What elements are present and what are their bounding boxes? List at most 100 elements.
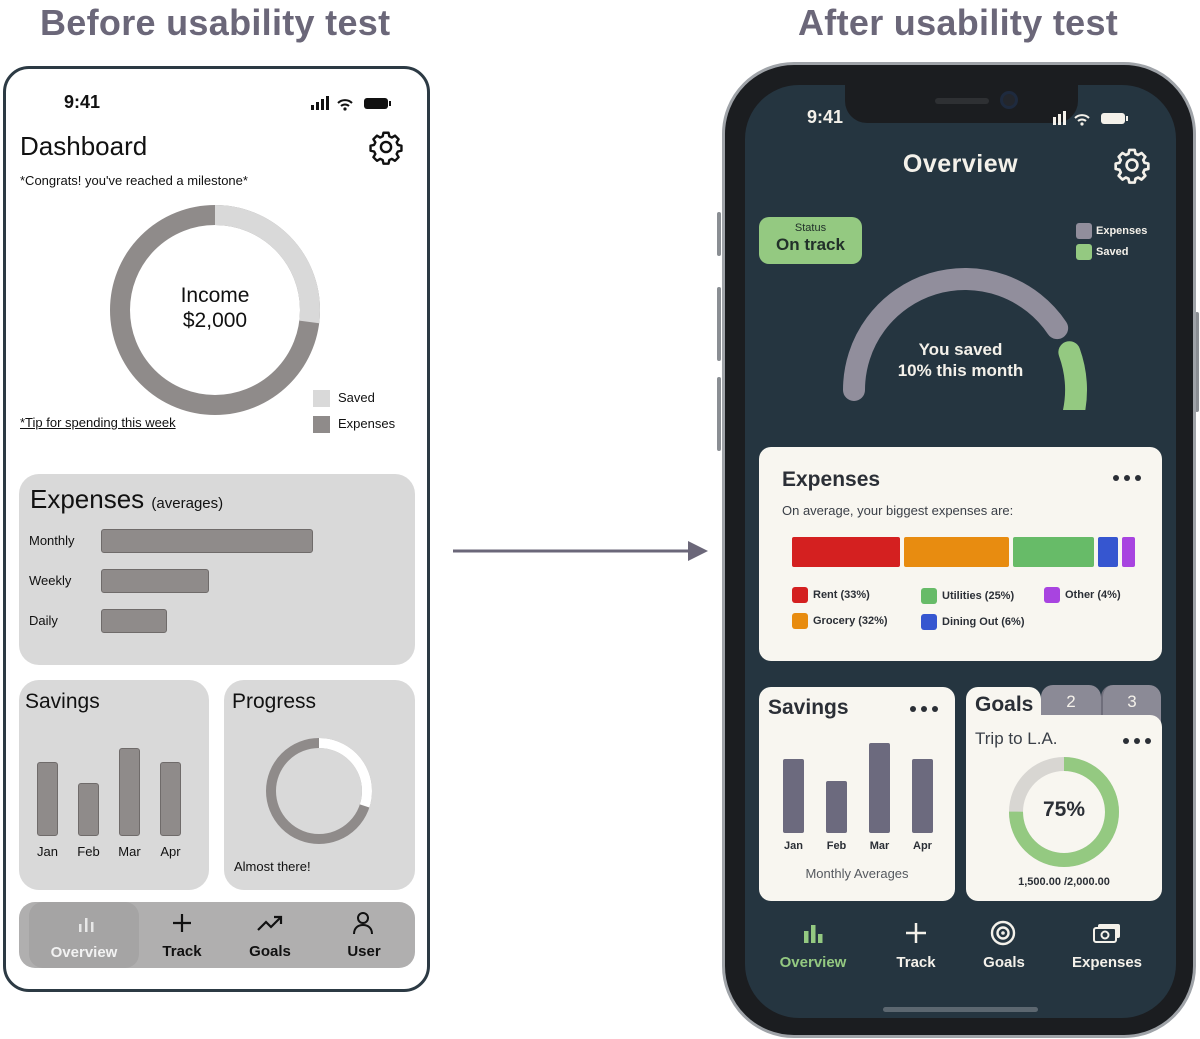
cash-icon [1093, 924, 1120, 943]
page-title: Dashboard [20, 131, 148, 161]
savings-bar [783, 759, 804, 833]
savings-bar [119, 748, 140, 836]
expense-legend-item: Grocery (32%) [792, 613, 888, 629]
expenses-card[interactable]: Expenses On average, your biggest expens… [759, 447, 1162, 661]
expense-row-label: Weekly [29, 573, 72, 588]
nav-goals[interactable]: Goals [983, 954, 1025, 971]
speaker [935, 98, 989, 104]
page-title: Overview [902, 150, 1019, 178]
user-icon [353, 912, 373, 935]
expense-legend-item: Dining Out (6%) [921, 614, 1025, 630]
savings-bar [826, 780, 847, 833]
goal-ring [1009, 757, 1119, 867]
legend-saved: Saved [1076, 242, 1147, 263]
legend-swatch [1044, 587, 1060, 603]
expenses-stacked-bar [792, 537, 1135, 567]
plus-icon [173, 914, 191, 932]
home-indicator [883, 1007, 1038, 1012]
bottom-nav: Overview Track Goals User [19, 902, 415, 968]
savings-bar [869, 743, 890, 833]
expense-row-label: Monthly [29, 533, 75, 548]
savings-bar [912, 759, 933, 833]
nav-goals[interactable]: Goals [249, 943, 291, 960]
more-icon[interactable] [1112, 473, 1142, 483]
legend-saved-label: Saved [338, 390, 375, 405]
more-icon[interactable] [1122, 736, 1152, 746]
saved-swatch [1076, 244, 1092, 261]
savings-bar-label: Feb [77, 844, 100, 859]
expense-segment [903, 537, 1009, 567]
volume-up-button [717, 287, 721, 361]
notch [845, 85, 1078, 123]
goal-percent: 75% [1042, 798, 1086, 821]
nav-track[interactable]: Track [896, 954, 936, 971]
status-badge[interactable]: Status On track [759, 217, 862, 264]
savings-bar [37, 762, 58, 836]
nav-user[interactable]: User [347, 943, 381, 960]
status-time: 9:41 [64, 92, 101, 112]
legend-saved: Saved [313, 385, 395, 411]
target-icon [990, 920, 1016, 946]
overview-icon [804, 925, 823, 943]
trend-icon [257, 915, 283, 931]
savings-bar-label: Jan [37, 844, 58, 859]
income-label: Income [180, 284, 250, 307]
milestone-text: *Congrats! you've reached a milestone* [20, 173, 248, 188]
expense-segment [792, 537, 900, 567]
status-label: Status [794, 222, 827, 234]
legend-label: Other (4%) [1065, 588, 1121, 601]
mute-switch [717, 212, 721, 256]
camera [1000, 91, 1018, 109]
status-value: On track [776, 235, 845, 254]
more-icon[interactable] [909, 704, 939, 714]
gear-icon[interactable] [368, 129, 404, 165]
expense-segment [1098, 537, 1118, 567]
app-screen: 9:41 Overview Status On track Expenses S… [745, 85, 1176, 1018]
nav-overview[interactable]: Overview [779, 954, 847, 971]
tip-link[interactable]: *Tip for spending this week [20, 415, 176, 430]
savings-bar-label: Mar [869, 840, 890, 852]
power-button [1195, 312, 1199, 412]
expense-legend-item: Utilities (25%) [921, 588, 1014, 604]
legend-swatch [921, 588, 937, 604]
plus-icon [906, 923, 926, 943]
wireframe-phone: 9:41 Dashboard *Congrats! you've reached… [3, 66, 430, 992]
legend-expenses-label: Expenses [1096, 225, 1148, 237]
income-value: $2,000 [182, 309, 248, 332]
gear-icon[interactable] [1113, 146, 1151, 184]
expense-legend-item: Rent (33%) [792, 587, 870, 603]
expense-row-label: Daily [29, 613, 58, 628]
savings-bar-label: Feb [826, 840, 847, 852]
savings-gauge [843, 268, 1087, 410]
savings-bar [160, 762, 181, 836]
legend-saved-label: Saved [1096, 246, 1129, 258]
expense-row-bar [101, 569, 210, 593]
expense-legend-item: Other (4%) [1044, 587, 1121, 603]
savings-title: Savings [768, 696, 849, 719]
expenses-title: Expenses (averages) [30, 484, 224, 514]
savings-bar-label: Mar [118, 844, 141, 859]
expenses-subtitle: (averages) [151, 495, 224, 512]
arrow-icon [453, 541, 708, 561]
progress-ring [266, 738, 372, 844]
legend-expenses: Expenses [313, 411, 395, 437]
income-donut [110, 205, 320, 415]
expense-row-bar [101, 529, 313, 553]
expense-segment [1012, 537, 1095, 567]
gauge-line2: 10% this month [897, 361, 1024, 380]
before-heading: Before usability test [40, 2, 391, 43]
progress-card[interactable]: Progress Almost there! [224, 680, 415, 890]
nav-track[interactable]: Track [162, 943, 202, 960]
legend-label: Rent (33%) [813, 588, 870, 601]
nav-expenses[interactable]: Expenses [1071, 954, 1143, 971]
legend-swatch [792, 613, 808, 629]
gauge-line1: You saved [918, 340, 1003, 359]
savings-caption: Monthly Averages [805, 866, 909, 881]
status-icons [311, 96, 391, 111]
goals-title[interactable]: Goals [975, 693, 1034, 716]
goals-card[interactable]: Goals Trip to L.A. 75% 1,500.00 /2,000.0… [966, 693, 1162, 901]
nav-overview[interactable]: Overview [50, 944, 118, 961]
